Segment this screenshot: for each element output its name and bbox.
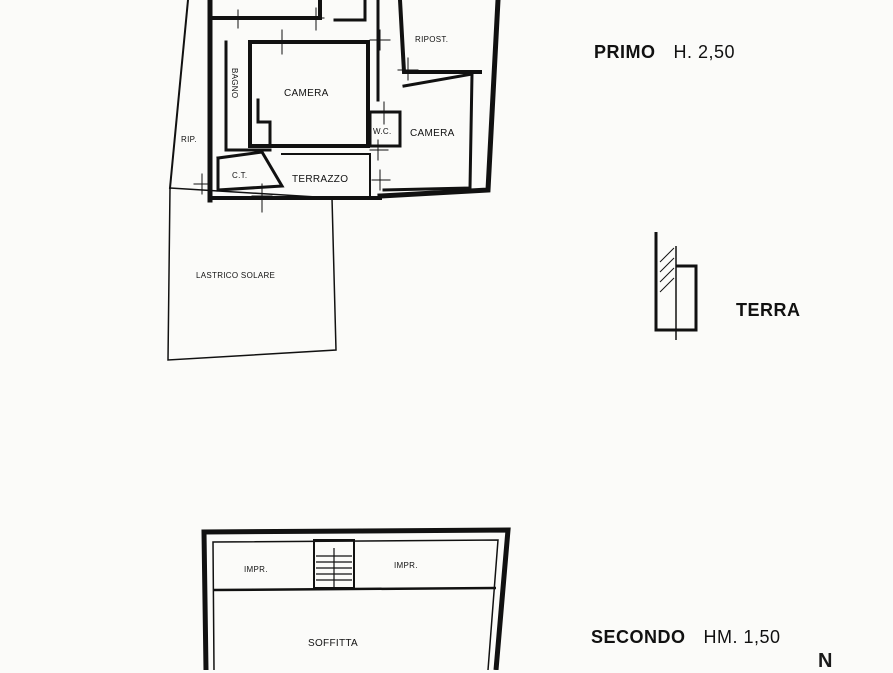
secondo-inner-wall bbox=[212, 539, 499, 670]
floor-name-terra: TERRA bbox=[736, 300, 801, 320]
north-arrow-label: N bbox=[818, 650, 833, 672]
primo-top-wall-2 bbox=[333, 0, 367, 22]
primo-outer-wall-right bbox=[377, 0, 501, 199]
floor-name-secondo: SECONDO bbox=[591, 627, 686, 647]
room-label-impr-left: IMPR. bbox=[244, 565, 268, 574]
room-label-wc: W.C. bbox=[373, 127, 392, 136]
lastrico-solare-outline bbox=[167, 187, 337, 361]
bagno-inner bbox=[256, 98, 272, 148]
room-label-soffitta: SOFFITTA bbox=[308, 638, 358, 649]
primo-top-wall bbox=[208, 0, 322, 20]
room-label-lastrico-solare: LASTRICO SOLARE bbox=[196, 271, 275, 280]
plan-primo bbox=[167, 0, 501, 361]
plan-secondo bbox=[201, 527, 511, 670]
floor-title-terra: TERRA bbox=[736, 300, 801, 321]
room-label-ct: C.T. bbox=[232, 171, 247, 180]
stair-symbol-terra bbox=[654, 232, 698, 340]
room-label-camera-right: CAMERA bbox=[410, 128, 455, 139]
terrazzo-walls bbox=[281, 153, 371, 197]
room-label-ripost: RIPOST. bbox=[415, 35, 448, 44]
secondo-stair-treads bbox=[316, 548, 352, 588]
ripost-walls bbox=[397, 0, 482, 74]
room-label-bagno: BAGNO bbox=[230, 68, 239, 98]
secondo-outer-wall bbox=[201, 527, 511, 670]
camera-main-walls bbox=[248, 40, 370, 148]
floor-height-primo: H. 2,50 bbox=[673, 42, 736, 62]
camera-right-walls bbox=[382, 72, 474, 192]
primo-grid-crosses bbox=[193, 7, 419, 213]
room-label-camera-main: CAMERA bbox=[284, 88, 329, 99]
floor-height-secondo: HM. 1,50 bbox=[703, 627, 781, 647]
room-label-terrazzo: TERRAZZO bbox=[292, 174, 348, 185]
floor-name-primo: PRIMO bbox=[594, 42, 656, 62]
room-label-impr-right: IMPR. bbox=[394, 561, 418, 570]
room-label-rip: RIP. bbox=[181, 135, 197, 144]
primo-outer-wall bbox=[168, 0, 190, 190]
floor-title-secondo: SECONDO HM. 1,50 bbox=[591, 627, 781, 648]
floor-title-primo: PRIMO H. 2,50 bbox=[594, 42, 735, 63]
bagno-walls bbox=[224, 40, 272, 152]
ct-walls bbox=[216, 150, 285, 192]
